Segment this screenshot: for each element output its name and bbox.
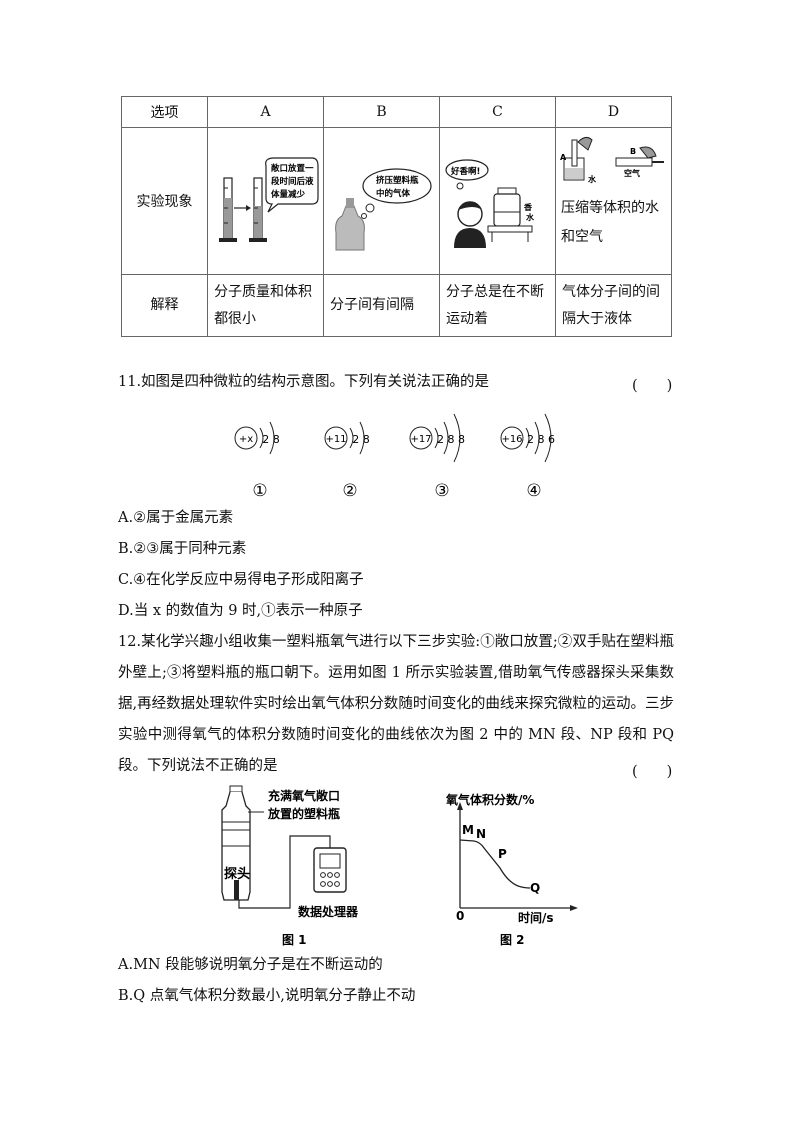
cylinders-illustration: 敞口放置一 段时间后液 体量减少 — [219, 157, 319, 242]
q11-paren: ( ) — [632, 378, 673, 394]
options-table: 选项 A B C D 实验现象 敞口放 — [120, 96, 672, 337]
perfume-label-2: 水 — [525, 212, 535, 222]
figure-2-caption: 图 2 — [500, 933, 525, 947]
atom-2-shells: 2 8 — [352, 433, 370, 446]
q11-stem: 11.如图是四种微粒的结构示意图。下列有关说法正确的是 — [118, 374, 490, 390]
cell-b-picture: 挤压塑料瓶 中的气体 — [323, 127, 441, 275]
perfume-label-1: 香 — [523, 202, 533, 212]
bubble-a-line3: 体量减少 — [271, 189, 306, 200]
processor-label: 数据处理器 — [298, 904, 359, 919]
point-q-label: Q — [530, 881, 540, 895]
perfume-illustration: 好香啊! 香 水 — [445, 159, 535, 248]
figure-2-origin: 0 — [456, 909, 464, 923]
syringe-illustration: A 水 B 空气 — [560, 136, 665, 184]
atom-2-label: ② — [342, 481, 357, 501]
label-b: B — [630, 147, 636, 156]
q12-paren: ( ) — [632, 764, 673, 780]
header-b: B — [323, 96, 441, 128]
atom-4-shells: 2 8 6 — [527, 433, 555, 446]
atom-1-label: ① — [252, 481, 267, 501]
explanation-d: 气体分子间的间隔大于液体 — [555, 274, 672, 337]
atom-2: +11 2 8 ② — [324, 421, 370, 501]
q12-stem: 12.某化学兴趣小组收集一塑料瓶氧气进行以下三步实验:①敞口放置;②双手贴在塑料… — [118, 634, 674, 774]
explanation-a: 分子质量和体积都很小 — [207, 274, 325, 337]
curve-line — [459, 839, 531, 889]
bubble-a-line1: 敞口放置一 — [271, 163, 314, 174]
label-a: A — [560, 153, 567, 162]
bubble-a-line2: 段时间后液 — [271, 176, 314, 187]
atom-4-nucleus: +16 — [501, 434, 522, 445]
explanation-c: 分子总是在不断运动着 — [439, 274, 557, 337]
header-option: 选项 — [120, 96, 209, 128]
cell-d-text: 压缩等体积的水和空气 — [561, 200, 660, 245]
q12-option-a: A.MN 段能够说明氧分子是在不断运动的 — [118, 957, 383, 973]
atom-3: +17 2 8 8 ③ — [409, 413, 465, 501]
row-label-observation: 实验现象 — [120, 127, 209, 275]
row-label-explanation: 解释 — [120, 274, 209, 337]
figure-1-apparatus: 探头 充满氧气敞口 放置的塑料瓶 数据处理器 图 1 — [221, 785, 359, 947]
figure-2-ylabel: 氧气体积分数/% — [446, 792, 534, 807]
header-c: C — [439, 96, 557, 128]
q11-option-d: D.当 x 的数值为 9 时,①表示一种原子 — [118, 603, 363, 619]
cell-c-picture: 好香啊! 香 水 — [439, 127, 557, 275]
q12-option-b: B.Q 点氧气体积分数最小,说明氧分子静止不动 — [118, 988, 416, 1004]
atom-3-shells: 2 8 8 — [437, 433, 465, 446]
bubble-c-text: 好香啊! — [450, 166, 480, 177]
atom-3-label: ③ — [434, 481, 449, 501]
point-p-label: P — [498, 847, 507, 861]
header-a: A — [207, 96, 325, 128]
atom-3-nucleus: +17 — [410, 434, 431, 445]
atom-structure-diagrams: +x 2 8 ① +11 2 8 ② +17 2 8 8 ③ +16 2 8 6… — [234, 413, 555, 501]
atom-4: +16 2 8 6 ④ — [500, 413, 555, 501]
atom-1: +x 2 8 ① — [234, 421, 280, 501]
q11-option-a: A.②属于金属元素 — [118, 510, 234, 526]
bottle-label-2: 放置的塑料瓶 — [267, 806, 340, 821]
bubble-b-line2: 中的气体 — [376, 188, 411, 199]
bottle-label-1: 充满氧气敞口 — [268, 788, 340, 803]
bubble-b-line1: 挤压塑料瓶 — [376, 175, 419, 186]
cell-a-picture: 敞口放置一 段时间后液 体量减少 — [207, 127, 325, 275]
label-air: 空气 — [624, 168, 640, 178]
figure-2-xlabel: 时间/s — [518, 910, 554, 925]
cell-d: A 水 B 空气 压缩等体积的水和空气 — [555, 127, 672, 275]
explanation-b: 分子间有间隔 — [323, 274, 441, 337]
atom-1-shells: 2 8 — [262, 433, 280, 446]
q11-option-c: C.④在化学反应中易得电子形成阳离子 — [118, 572, 364, 588]
point-n-label: N — [476, 827, 486, 841]
atom-4-label: ④ — [526, 481, 541, 501]
atom-1-nucleus: +x — [239, 434, 253, 445]
label-water: 水 — [587, 174, 597, 184]
header-d: D — [555, 96, 672, 128]
figure-2-graph: 氧气体积分数/% 时间/s 0 M N P Q 图 2 — [446, 792, 578, 947]
figure-1-caption: 图 1 — [282, 933, 307, 947]
atom-2-nucleus: +11 — [325, 434, 346, 445]
squeeze-bottle-illustration: 挤压塑料瓶 中的气体 — [335, 168, 432, 251]
q11-option-b: B.②③属于同种元素 — [118, 541, 247, 557]
probe-label: 探头 — [224, 866, 250, 882]
point-m-label: M — [462, 823, 474, 837]
